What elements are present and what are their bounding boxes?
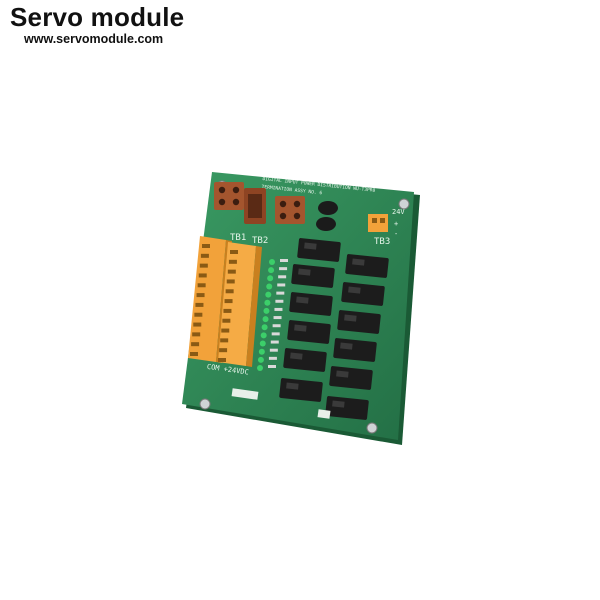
label-plus: + — [394, 220, 398, 228]
terminal-tb3 — [368, 214, 388, 232]
relay-highlight — [348, 286, 361, 294]
terminal-pin — [198, 273, 207, 278]
resistor — [276, 291, 285, 295]
resistor — [277, 283, 286, 287]
relay-highlight — [294, 324, 307, 332]
board-sticker — [231, 388, 259, 400]
led — [262, 316, 269, 323]
terminal-pin — [218, 358, 226, 362]
resistor — [268, 365, 276, 368]
led — [259, 340, 266, 347]
terminal-pin — [221, 328, 230, 333]
power-connector-left — [214, 182, 244, 210]
terminal-pin — [195, 302, 204, 307]
led — [267, 275, 274, 282]
relay-highlight — [296, 296, 309, 304]
relay-highlight — [290, 352, 303, 360]
led — [268, 267, 275, 274]
led — [265, 291, 272, 298]
terminal-pin — [194, 312, 203, 317]
led — [260, 332, 267, 339]
label-tb2: TB2 — [252, 236, 268, 246]
led — [266, 283, 273, 290]
terminal-pin — [193, 322, 202, 327]
resistor — [273, 316, 282, 320]
terminal-pin — [219, 348, 228, 353]
coil — [316, 217, 336, 231]
terminal-pin — [196, 293, 205, 298]
label-24v: 24V — [392, 208, 405, 216]
terminal-pin — [197, 283, 206, 288]
coil — [318, 201, 338, 215]
label-tb1: TB1 — [230, 233, 246, 243]
resistor — [269, 348, 278, 352]
resistor — [279, 267, 288, 271]
relay-highlight — [286, 382, 299, 390]
resistor — [275, 299, 284, 303]
terminal-pin — [224, 299, 233, 304]
terminal-pin — [222, 318, 231, 323]
terminal-pin — [191, 342, 200, 347]
mount-screw — [366, 422, 378, 434]
terminal-pin — [223, 308, 232, 313]
label-minus: - — [394, 230, 398, 238]
terminal-pin — [192, 332, 201, 337]
mount-screw — [398, 198, 410, 210]
terminal-pin — [226, 279, 235, 284]
resistor — [270, 340, 279, 344]
terminal-block-tb2 — [218, 242, 262, 367]
terminal-pin — [220, 338, 229, 343]
terminal-pin — [200, 253, 209, 258]
power-connector-right — [275, 196, 305, 224]
relay-highlight — [352, 258, 365, 266]
relay-highlight — [336, 370, 349, 378]
led — [261, 324, 268, 331]
terminal-pin — [225, 289, 234, 294]
led — [269, 259, 275, 265]
led — [257, 356, 264, 363]
led — [264, 299, 271, 306]
power-connector-mid — [244, 188, 266, 224]
terminal-pin — [199, 263, 208, 268]
terminal-pin — [230, 250, 238, 254]
brand-url: www.servomodule.com — [24, 32, 164, 46]
relay-highlight — [340, 342, 353, 350]
relay-highlight — [304, 242, 317, 250]
brand-title: Servo module — [10, 2, 185, 32]
relay-highlight — [344, 314, 357, 322]
led — [263, 307, 270, 314]
terminal-pin — [202, 244, 210, 248]
resistor — [280, 259, 288, 262]
led — [258, 348, 265, 355]
terminal-pin — [190, 352, 198, 356]
label-tb3: TB3 — [374, 237, 390, 247]
resistor — [268, 356, 277, 360]
terminal-pin — [228, 259, 237, 264]
resistor — [274, 307, 283, 311]
board-sticker — [317, 409, 331, 419]
resistor — [272, 324, 281, 328]
led — [257, 365, 263, 371]
terminal-pin — [227, 269, 236, 274]
relay-highlight — [298, 268, 311, 276]
mount-screw — [199, 398, 211, 410]
resistor — [278, 275, 287, 279]
relay-highlight — [332, 400, 345, 408]
resistor — [271, 332, 280, 336]
